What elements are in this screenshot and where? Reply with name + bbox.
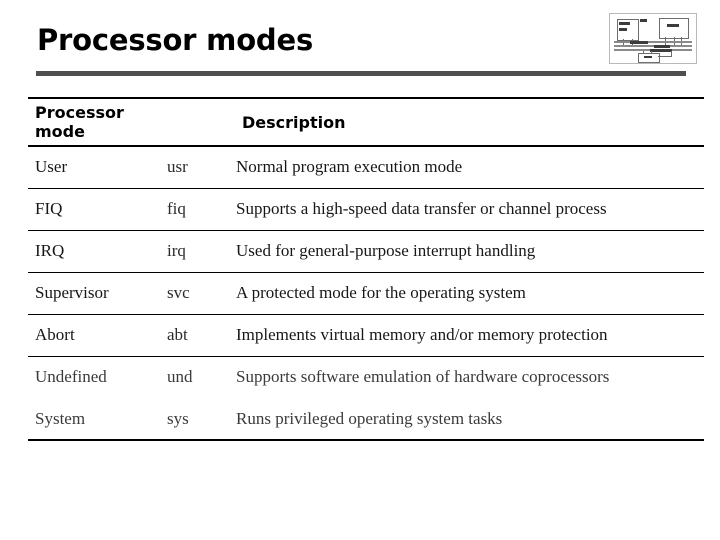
cell-description: Used for general-purpose interrupt handl… (236, 241, 536, 260)
processor-modes-table: Processor mode Description User usr Norm… (28, 97, 704, 441)
column-header-description: Description (242, 112, 346, 132)
cell-abbreviation: und (167, 367, 193, 387)
table-row: User usr Normal program execution mode (28, 146, 704, 188)
cell-mode: Supervisor (35, 283, 109, 302)
cell-description: Normal program execution mode (236, 157, 463, 177)
cell-mode: User (35, 157, 68, 177)
cell-mode: Undefined (35, 367, 107, 387)
table-row: Undefined und Supports software emulatio… (28, 356, 704, 398)
table-row: Supervisor svc A protected mode for the … (28, 272, 704, 314)
cell-abbreviation: usr (167, 157, 188, 177)
cell-description: Runs privileged operating system tasks (236, 408, 503, 428)
cell-abbreviation: fiq (167, 199, 186, 218)
column-header-abbreviation (167, 98, 235, 146)
cell-description: Supports software emulation of hardware … (236, 367, 610, 387)
table-header-row: Processor mode Description (28, 98, 704, 146)
system-block-diagram-thumbnail-icon (609, 13, 697, 64)
cell-abbreviation: svc (167, 283, 190, 302)
table-row: FIQ fiq Supports a high-speed data trans… (28, 188, 704, 230)
cell-abbreviation: sys (167, 408, 189, 428)
cell-mode: System (35, 408, 86, 428)
cell-description: A protected mode for the operating syste… (236, 283, 526, 302)
cell-description: Implements virtual memory and/or memory … (236, 325, 608, 344)
page-title: Processor modes (37, 23, 314, 57)
table-row: Abort abt Implements virtual memory and/… (28, 314, 704, 356)
cell-mode: Abort (35, 325, 75, 344)
cell-description: Supports a high-speed data transfer or c… (236, 199, 607, 218)
cell-abbreviation: irq (167, 241, 186, 260)
title-underline-bar (36, 71, 686, 76)
cell-mode: FIQ (35, 199, 63, 218)
column-header-processor-mode: Processor mode (35, 103, 124, 141)
table-row: System sys Runs privileged operating sys… (28, 398, 704, 440)
cell-mode: IRQ (35, 241, 65, 260)
table-row: IRQ irq Used for general-purpose interru… (28, 230, 704, 272)
cell-abbreviation: abt (167, 325, 188, 344)
